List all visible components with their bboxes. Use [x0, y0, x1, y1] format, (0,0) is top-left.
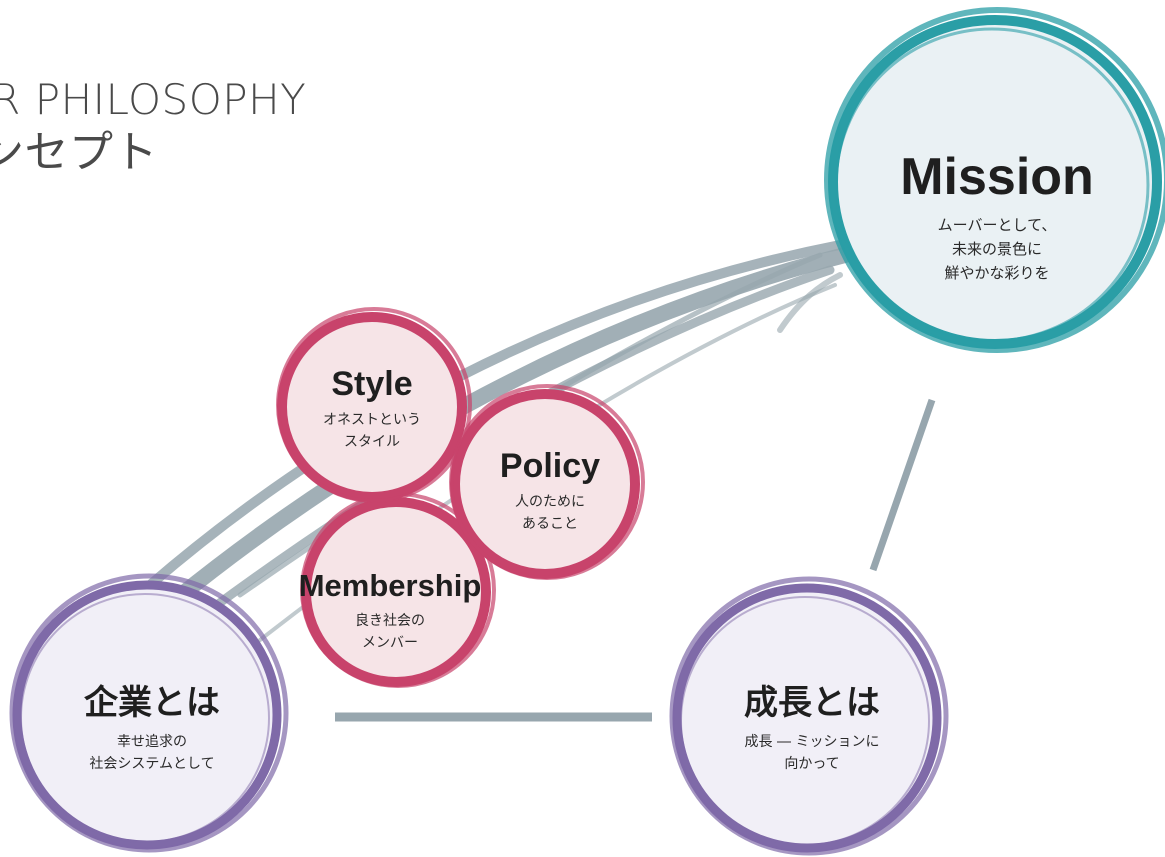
style-title: Style — [331, 365, 413, 403]
policy-node: Policy 人のために あること — [500, 445, 600, 535]
growth-circle — [669, 576, 949, 856]
mission-description: ムーバーとして、 未来の景色に 鮮やかな彩りを — [937, 216, 1057, 282]
style-node: Style オネストという スタイル — [323, 363, 421, 453]
mission-node: Mission ムーバーとして、 未来の景色に 鮮やかな彩りを — [900, 147, 1094, 285]
mission-circle — [824, 7, 1165, 353]
membership-node: Membership 良き社会の メンバー — [299, 566, 482, 654]
membership-description: 良き社会の メンバー — [354, 613, 425, 651]
connector-growth-mission — [869, 398, 936, 572]
page-heading: UR PHILOSOPHY ンセプト — [0, 74, 306, 180]
growth-title: 成長とは — [744, 683, 880, 723]
company-circle — [9, 573, 289, 853]
heading-english: UR PHILOSOPHY — [0, 75, 307, 124]
policy-description: 人のために あること — [514, 494, 585, 532]
policy-title: Policy — [499, 447, 601, 485]
company-title: 企業とは — [84, 683, 220, 723]
growth-node: 成長とは 成長 ― ミッションに 向かって — [744, 681, 880, 775]
growth-description: 成長 ― ミッションに 向かって — [744, 734, 880, 772]
company-node: 企業とは 幸せ追求の 社会システムとして — [84, 681, 220, 775]
membership-title: Membership — [298, 568, 482, 603]
company-description: 幸せ追求の 社会システムとして — [89, 734, 215, 772]
membership-circle — [300, 492, 496, 688]
style-circle — [276, 307, 472, 503]
heading-japanese: ンセプト — [0, 127, 158, 178]
policy-circle — [449, 384, 645, 580]
mission-title: Mission — [900, 148, 1094, 206]
style-description: オネストという スタイル — [323, 412, 421, 450]
